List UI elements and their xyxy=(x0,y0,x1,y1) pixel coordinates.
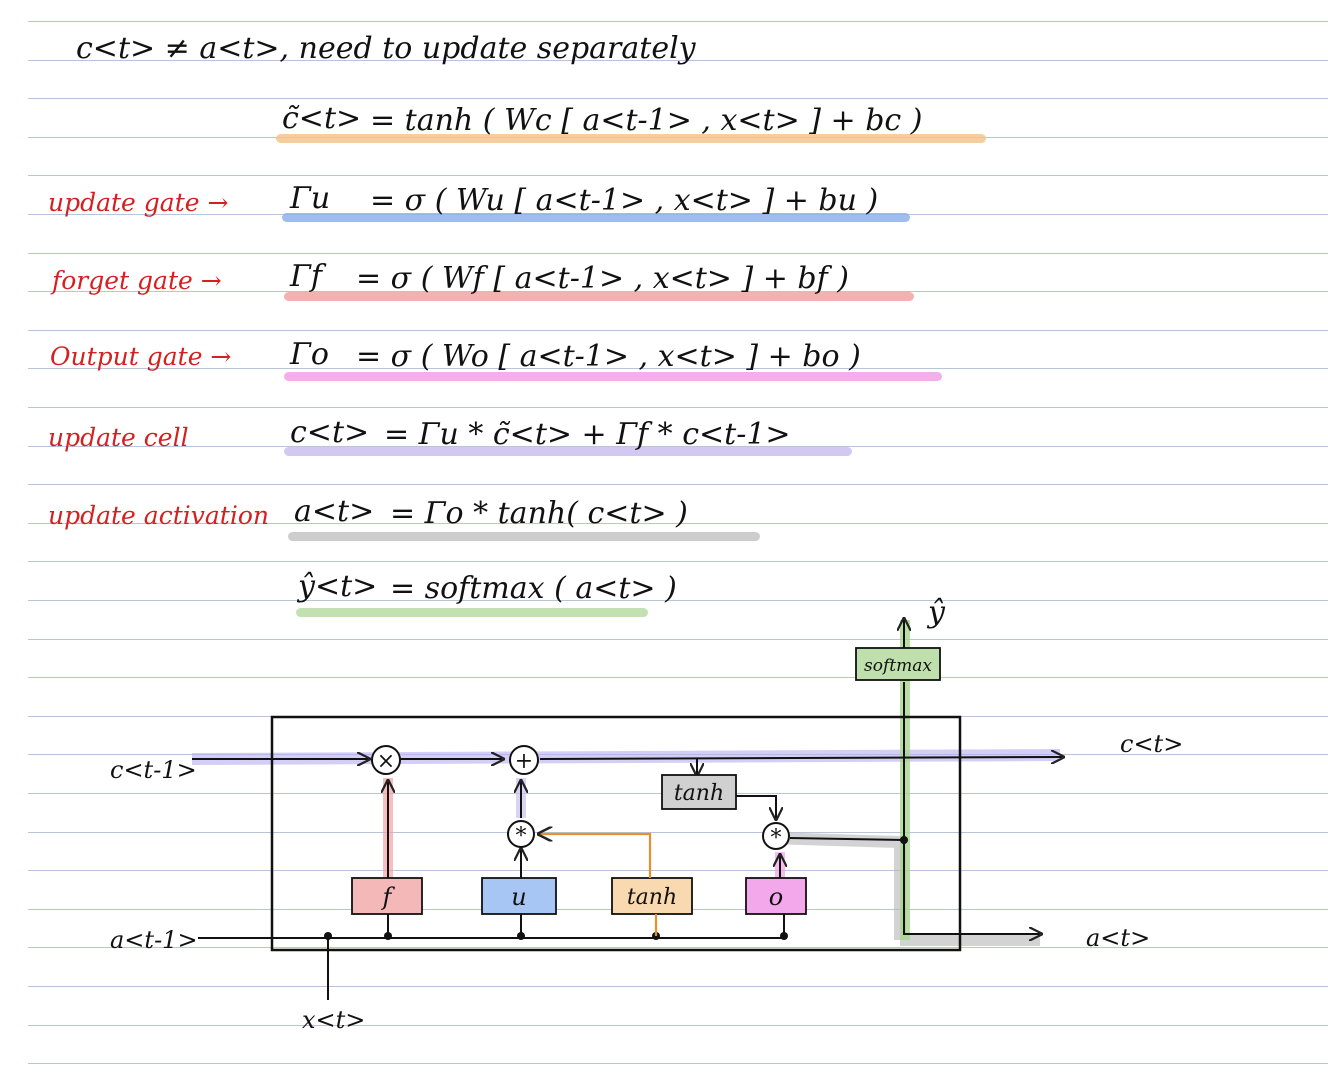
output-gate-box xyxy=(745,877,807,915)
eq-candidate-rhs: = tanh ( Wc [ a<t-1> , x<t> ] + bc ) xyxy=(370,103,923,138)
output-activation-label: a<t> xyxy=(1086,924,1150,952)
eq-update-gate-lhs: Γu xyxy=(290,181,331,216)
ruled-line xyxy=(28,484,1328,485)
candidate-tanh-label: tanh xyxy=(627,885,677,910)
candidate-tanh-box xyxy=(611,877,693,915)
eq-update-gate-rhs: = σ ( Wu [ a<t-1> , x<t> ] + bu ) xyxy=(370,183,879,218)
ruled-line xyxy=(28,639,1328,640)
ruled-line xyxy=(28,870,1328,871)
forget-multiply-symbol: × xyxy=(377,749,395,774)
ruled-line xyxy=(28,832,1328,833)
ruled-line xyxy=(28,407,1328,408)
cell-state-out xyxy=(539,757,1062,759)
highlight-softmax xyxy=(296,608,648,617)
eq-update-cell-rhs: = Γu * c̃<t> + Γf * c<t-1> xyxy=(384,417,791,452)
highlight-update-gate xyxy=(282,213,910,222)
ruled-line xyxy=(28,291,1328,292)
cell-box xyxy=(270,715,962,952)
output-y-label: ŷ xyxy=(926,595,946,630)
highlight-output-gate xyxy=(284,372,942,381)
update-gate-box xyxy=(481,877,557,915)
input-activation-label: a<t-1> xyxy=(110,926,198,954)
eq-softmax-lhs: ŷ<t> xyxy=(298,569,378,604)
ruled-line xyxy=(28,253,1328,254)
update-gate-label: u xyxy=(511,883,526,911)
label-forget-gate: forget gate → xyxy=(52,266,222,295)
output-multiply-op xyxy=(762,822,790,850)
cell-tanh-label: tanh xyxy=(674,781,724,806)
highlight-candidate xyxy=(276,134,986,143)
softmax-box-label: softmax xyxy=(864,656,932,676)
update-multiply-op xyxy=(507,820,535,848)
candidate-to-multiply xyxy=(540,834,658,936)
label-update-gate: update gate → xyxy=(48,188,229,217)
eq-activation-lhs: a<t> xyxy=(294,494,375,529)
eq-softmax-rhs: = softmax ( a<t> ) xyxy=(390,571,677,606)
ruled-line xyxy=(28,986,1328,987)
output-cell-label: c<t> xyxy=(1120,730,1183,758)
ruled-line xyxy=(28,561,1328,562)
tanh-to-multiply xyxy=(736,795,776,818)
ruled-line xyxy=(28,1025,1328,1026)
eq-output-gate-lhs: Γo xyxy=(290,337,329,372)
eq-candidate-lhs: c̃<t> xyxy=(282,101,362,136)
output-gate-label: o xyxy=(769,883,783,911)
ruled-line xyxy=(28,1063,1328,1064)
output-to-multiply xyxy=(780,856,784,936)
eq-output-gate-rhs: = σ ( Wo [ a<t-1> , x<t> ] + bo ) xyxy=(356,339,861,374)
eq-forget-gate-rhs: = σ ( Wf [ a<t-1> , x<t> ] + bf ) xyxy=(356,261,849,296)
input-cell-label: c<t-1> xyxy=(110,756,197,784)
softmax-box xyxy=(855,647,941,681)
forget-multiply-op xyxy=(371,745,401,775)
ruled-line xyxy=(28,947,1328,948)
ruled-line xyxy=(28,600,1328,601)
header-note: c<t> ≠ a<t>, need to update separately xyxy=(76,31,696,66)
ruled-line xyxy=(28,523,1328,524)
highlight-update-cell xyxy=(284,447,852,456)
update-multiply-symbol: * xyxy=(516,824,527,849)
ruled-line xyxy=(28,446,1328,447)
ruled-line xyxy=(28,330,1328,331)
eq-forget-gate-lhs: Γf xyxy=(290,259,322,294)
input-x-label: x<t> xyxy=(302,1006,365,1034)
ruled-line xyxy=(28,677,1328,678)
eq-update-cell-lhs: c<t> xyxy=(290,415,370,450)
cell-tanh-box xyxy=(661,774,737,810)
ruled-line xyxy=(28,175,1328,176)
label-update-activation: update activation xyxy=(48,501,269,530)
ruled-line xyxy=(28,21,1328,22)
cell-add-op xyxy=(509,745,539,775)
label-update-cell: update cell xyxy=(48,423,189,452)
ruled-line xyxy=(28,60,1328,61)
highlight-forget-gate xyxy=(284,292,914,301)
ruled-line xyxy=(28,98,1328,99)
activation-output-line xyxy=(789,837,1040,934)
highlight-update-activation xyxy=(288,532,760,541)
output-multiply-symbol: * xyxy=(771,826,782,851)
label-output-gate: Output gate → xyxy=(50,342,232,371)
cell-add-symbol: + xyxy=(515,749,533,774)
ruled-line xyxy=(28,368,1328,369)
eq-activation-rhs: = Γo * tanh( c<t> ) xyxy=(390,496,688,531)
